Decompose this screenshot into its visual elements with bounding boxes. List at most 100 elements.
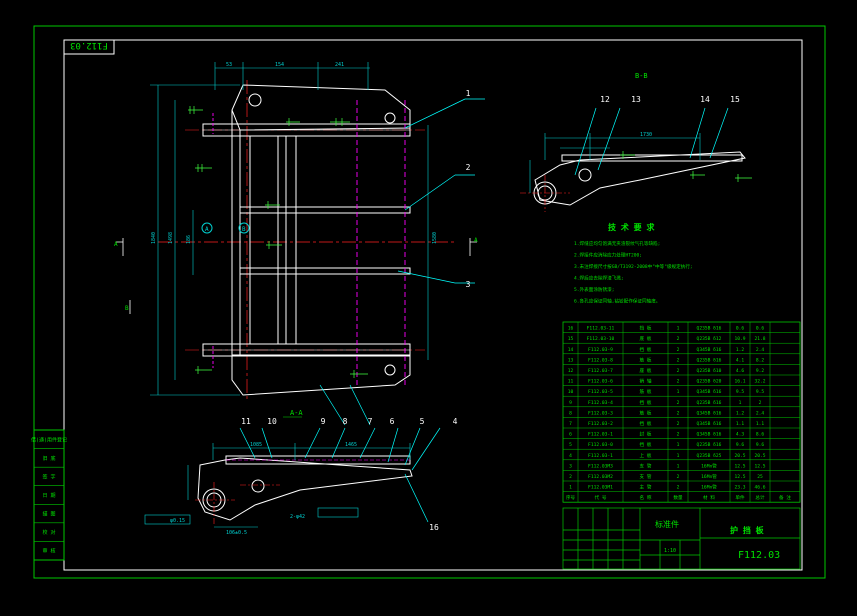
dim-left-1840: 1840 xyxy=(151,232,157,244)
bom-cell: 7 xyxy=(569,421,572,427)
section-marker-b-circle: B xyxy=(242,226,246,233)
bom-cell: 4 xyxy=(569,453,572,459)
balloon-3: 3 xyxy=(466,280,471,289)
left-label: 签 字 xyxy=(42,473,55,480)
dim-top-241: 241 xyxy=(335,62,344,68)
bom-cell: Q235B δ20 xyxy=(697,379,722,385)
title-part-name: 护 挡 板 xyxy=(730,525,765,535)
code-box-rotated xyxy=(63,39,115,55)
bom-cell: 筋 板 xyxy=(640,356,652,363)
bom-header-cell: 材 料 xyxy=(703,494,715,501)
left-label: 旧 底 xyxy=(42,455,55,462)
balloon-14: 14 xyxy=(700,95,710,104)
bom-cell: 挡 板 xyxy=(640,325,652,332)
bom-header-cell: 总计 xyxy=(755,494,765,501)
bom-cell: Q235B δ16 xyxy=(697,400,722,406)
bom-cell: Q235B δ16 xyxy=(697,442,722,448)
bom-header-cell: 单件 xyxy=(735,494,745,501)
dim-top-154: 154 xyxy=(275,62,284,68)
bom-cell: 12.5 xyxy=(734,463,745,469)
bom-cell: 11 xyxy=(568,379,574,385)
bom-cell: 10.9 xyxy=(734,336,745,342)
bom-cell: 挡 板 xyxy=(640,399,652,406)
bom-cell: F112.03-10 xyxy=(587,336,615,342)
bom-header-cell: 序号 xyxy=(566,494,576,501)
bom-cell: 1.1 xyxy=(736,421,745,427)
balloon-8: 8 xyxy=(343,417,348,426)
bom-cell: F112.03-2 xyxy=(588,421,613,427)
balloon-13: 13 xyxy=(631,95,641,104)
section-a-right: A xyxy=(474,237,478,244)
bom-cell: 4.3 xyxy=(736,432,745,438)
dim-aa-phi015: φ0.15 xyxy=(170,518,185,524)
bom-cell: 9.6 xyxy=(756,442,765,448)
balloon-2: 2 xyxy=(466,163,471,172)
balloon-12: 12 xyxy=(600,95,610,104)
tech-req-item: 1.焊缝应均匀饱满无夹渣裂纹气孔等缺陷; xyxy=(574,240,660,247)
bom-cell: 1 xyxy=(677,442,680,448)
bom-cell: 12 xyxy=(568,368,574,374)
tech-req-item: 2.焊接件应消除应力处理HT200; xyxy=(574,252,642,259)
bom-cell: 16Mn管 xyxy=(701,462,717,469)
balloon-5: 5 xyxy=(420,417,425,426)
bom-cell: 筋 板 xyxy=(640,388,652,395)
section-b-left: B xyxy=(125,305,129,312)
bom-cell: F112.03-6 xyxy=(588,379,613,385)
dim-aa-2phi42: 2-φ42 xyxy=(290,514,305,520)
bom-cell: 3 xyxy=(569,463,572,469)
bom-cell: F112.03-1 xyxy=(588,432,613,438)
bom-cell: 支 管 xyxy=(640,462,652,469)
bom-cell: 1 xyxy=(677,326,680,332)
bom-cell: 底 板 xyxy=(640,335,652,342)
section-aa-view: A-A 1085 1465 106±0.5 2-φ42 φ0.15 xyxy=(144,409,413,536)
bom-cell: Q235B δ10 xyxy=(697,368,722,374)
bom-cell: 1 xyxy=(677,453,680,459)
bom-cell: 座 板 xyxy=(640,367,652,374)
bom-cell: 1.1 xyxy=(756,421,765,427)
bom-cell: 21.8 xyxy=(754,336,765,342)
bom-header-cell: 数量 xyxy=(673,494,683,501)
main-plan-view: 53 154 241 1840 1498 1580 186 A B A xyxy=(114,62,478,400)
bom-cell: 16.1 xyxy=(734,379,745,385)
bom-cell: 16Mn管 xyxy=(701,473,717,480)
bom-cell: 8 xyxy=(569,410,572,416)
bom-cell: F112.03-3 xyxy=(588,410,613,416)
bom-cell: 2.4 xyxy=(756,347,765,353)
section-bb-title: B-B xyxy=(635,72,648,80)
balloon-1: 1 xyxy=(466,89,471,98)
bom-cell: 2 xyxy=(759,400,762,406)
bom-cell: 9 xyxy=(569,400,572,406)
bom-cell: 2 xyxy=(677,368,680,374)
bom-cell: 2 xyxy=(677,421,680,427)
section-marker-a-circle: A xyxy=(205,226,209,233)
bom-cell: 20.5 xyxy=(734,453,745,459)
bom-cell: Q345B δ16 xyxy=(697,421,722,427)
dim-aa-1465: 1465 xyxy=(345,442,357,448)
bom-cell: 2 xyxy=(677,347,680,353)
bom-cell: F112.03-8 xyxy=(588,357,613,363)
dim-left-1498: 1498 xyxy=(168,232,174,244)
title-standard-parts: 标准件 xyxy=(655,519,679,529)
dim-bb-1730: 1730 xyxy=(640,132,652,138)
left-label: 描 图 xyxy=(42,511,55,518)
bom-cell: 1.2 xyxy=(736,347,745,353)
bom-cell: 9.6 xyxy=(736,442,745,448)
bom-cell: 1 xyxy=(677,389,680,395)
outer-frame xyxy=(33,25,826,579)
bom-cell: 挡 板 xyxy=(640,441,652,448)
bom-cell: 2.4 xyxy=(756,410,765,416)
bom-cell: Q235B δ12 xyxy=(697,336,722,342)
section-a-left: A xyxy=(114,241,118,248)
bom-cell: 2 xyxy=(677,379,680,385)
dim-left-186: 186 xyxy=(186,235,192,244)
bom-cell: Q235B δ16 xyxy=(697,326,722,332)
bom-cell: 6 xyxy=(569,432,572,438)
dim-top-53: 53 xyxy=(226,62,232,68)
bom-cell: 12.5 xyxy=(734,474,745,480)
bom-cell: Q235B δ16 xyxy=(697,357,722,363)
bom-cell: F112.03-5 xyxy=(588,389,613,395)
bom-cell: Q345B δ16 xyxy=(697,389,722,395)
